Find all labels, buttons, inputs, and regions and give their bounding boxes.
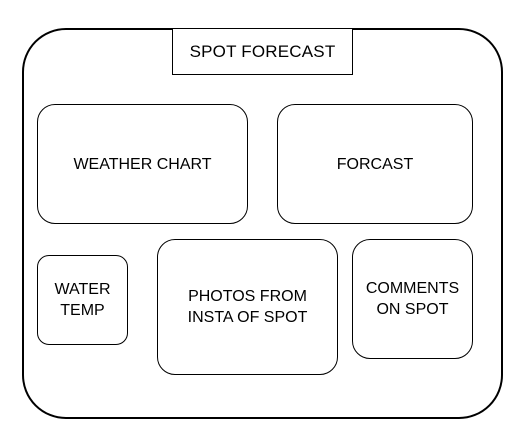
forecast-panel[interactable]: FORCAST: [277, 104, 473, 224]
weather-chart-label: WEATHER CHART: [73, 155, 212, 173]
page-title-label: SPOT FORECAST: [189, 41, 336, 61]
weather-chart-panel[interactable]: WEATHER CHART: [37, 104, 248, 224]
forecast-label: FORCAST: [336, 155, 414, 173]
photos-panel[interactable]: PHOTOS FROM INSTA OF SPOT: [157, 239, 338, 375]
comments-panel[interactable]: COMMENTS ON SPOT: [352, 239, 473, 359]
water-temp-label: WATER TEMP: [54, 281, 111, 319]
photos-label: PHOTOS FROM INSTA OF SPOT: [187, 288, 308, 326]
page-title: SPOT FORECAST: [172, 28, 353, 75]
comments-label: COMMENTS ON SPOT: [365, 280, 460, 318]
water-temp-panel[interactable]: WATER TEMP: [37, 255, 128, 345]
